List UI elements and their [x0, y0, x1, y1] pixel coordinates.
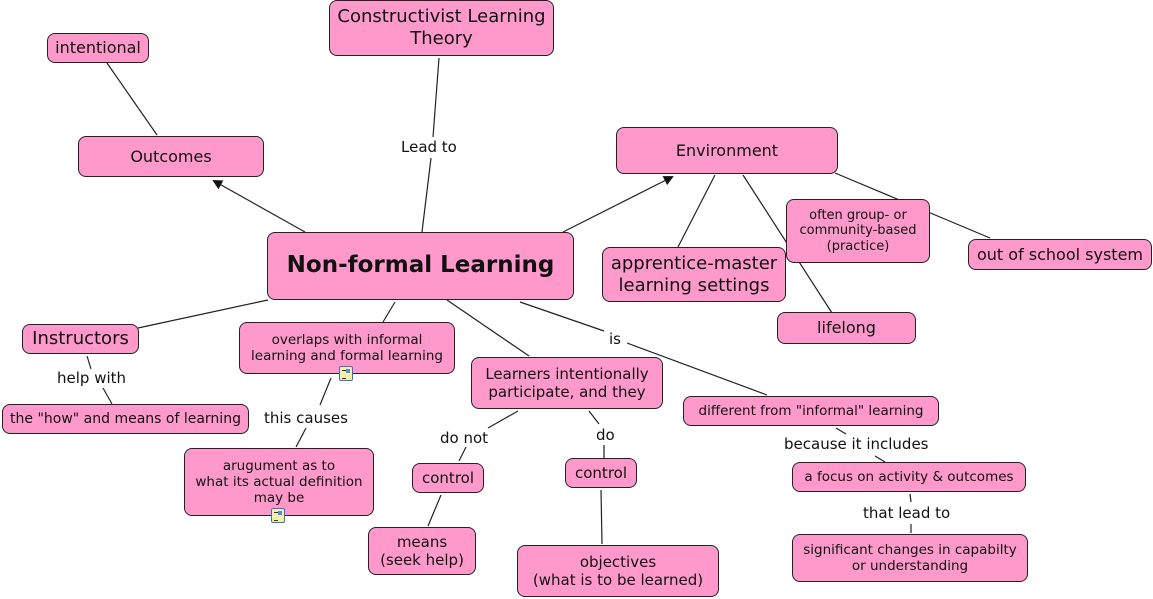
concept-different-from-informal[interactable]: different from "informal" learning — [683, 396, 939, 426]
concept-control-do[interactable]: control — [565, 458, 637, 488]
link-because-it-includes: because it includes — [782, 435, 931, 453]
concept-out-of-school[interactable]: out of school system — [968, 239, 1152, 270]
concept-learners[interactable]: Learners intentionally participate, and … — [471, 357, 663, 409]
concept-environment[interactable]: Environment — [616, 127, 838, 174]
concept-instructors[interactable]: Instructors — [22, 324, 139, 354]
concept-overlaps[interactable]: overlaps with informal learning and form… — [239, 322, 455, 374]
link-that-lead-to: that lead to — [861, 504, 953, 522]
link-do: do — [594, 426, 617, 444]
concept-intentional[interactable]: intentional — [47, 33, 149, 63]
concept-constructivist-learning-theory[interactable]: Constructivist Learning Theory — [329, 0, 554, 56]
concept-group-based[interactable]: often group- or community-based (practic… — [786, 199, 930, 263]
concept-objectives[interactable]: objectives (what is to be learned) — [517, 545, 719, 597]
link-is: is — [607, 330, 623, 348]
link-this-causes: this causes — [262, 409, 350, 427]
concept-significant-changes[interactable]: significant changes in capabilty or unde… — [792, 534, 1028, 582]
concept-argument[interactable]: arugument as to what its actual definiti… — [184, 448, 374, 516]
concept-lifelong[interactable]: lifelong — [777, 312, 916, 344]
document-resource-icon[interactable] — [339, 366, 353, 381]
concept-apprentice-master[interactable]: apprentice-master learning settings — [602, 247, 786, 302]
concept-non-formal-learning[interactable]: Non-formal Learning — [267, 232, 574, 300]
concept-how-means[interactable]: the "how" and means of learning — [2, 404, 249, 434]
link-do-not: do not — [438, 429, 491, 447]
link-help-with: help with — [55, 369, 129, 387]
document-resource-icon[interactable] — [271, 508, 285, 523]
link-lead-to: Lead to — [399, 138, 459, 156]
concept-control-do-not[interactable]: control — [412, 463, 484, 493]
concept-outcomes[interactable]: Outcomes — [78, 136, 264, 177]
concept-means[interactable]: means (seek help) — [368, 527, 476, 575]
concept-focus-activity-outcomes[interactable]: a focus on activity & outcomes — [792, 462, 1026, 492]
